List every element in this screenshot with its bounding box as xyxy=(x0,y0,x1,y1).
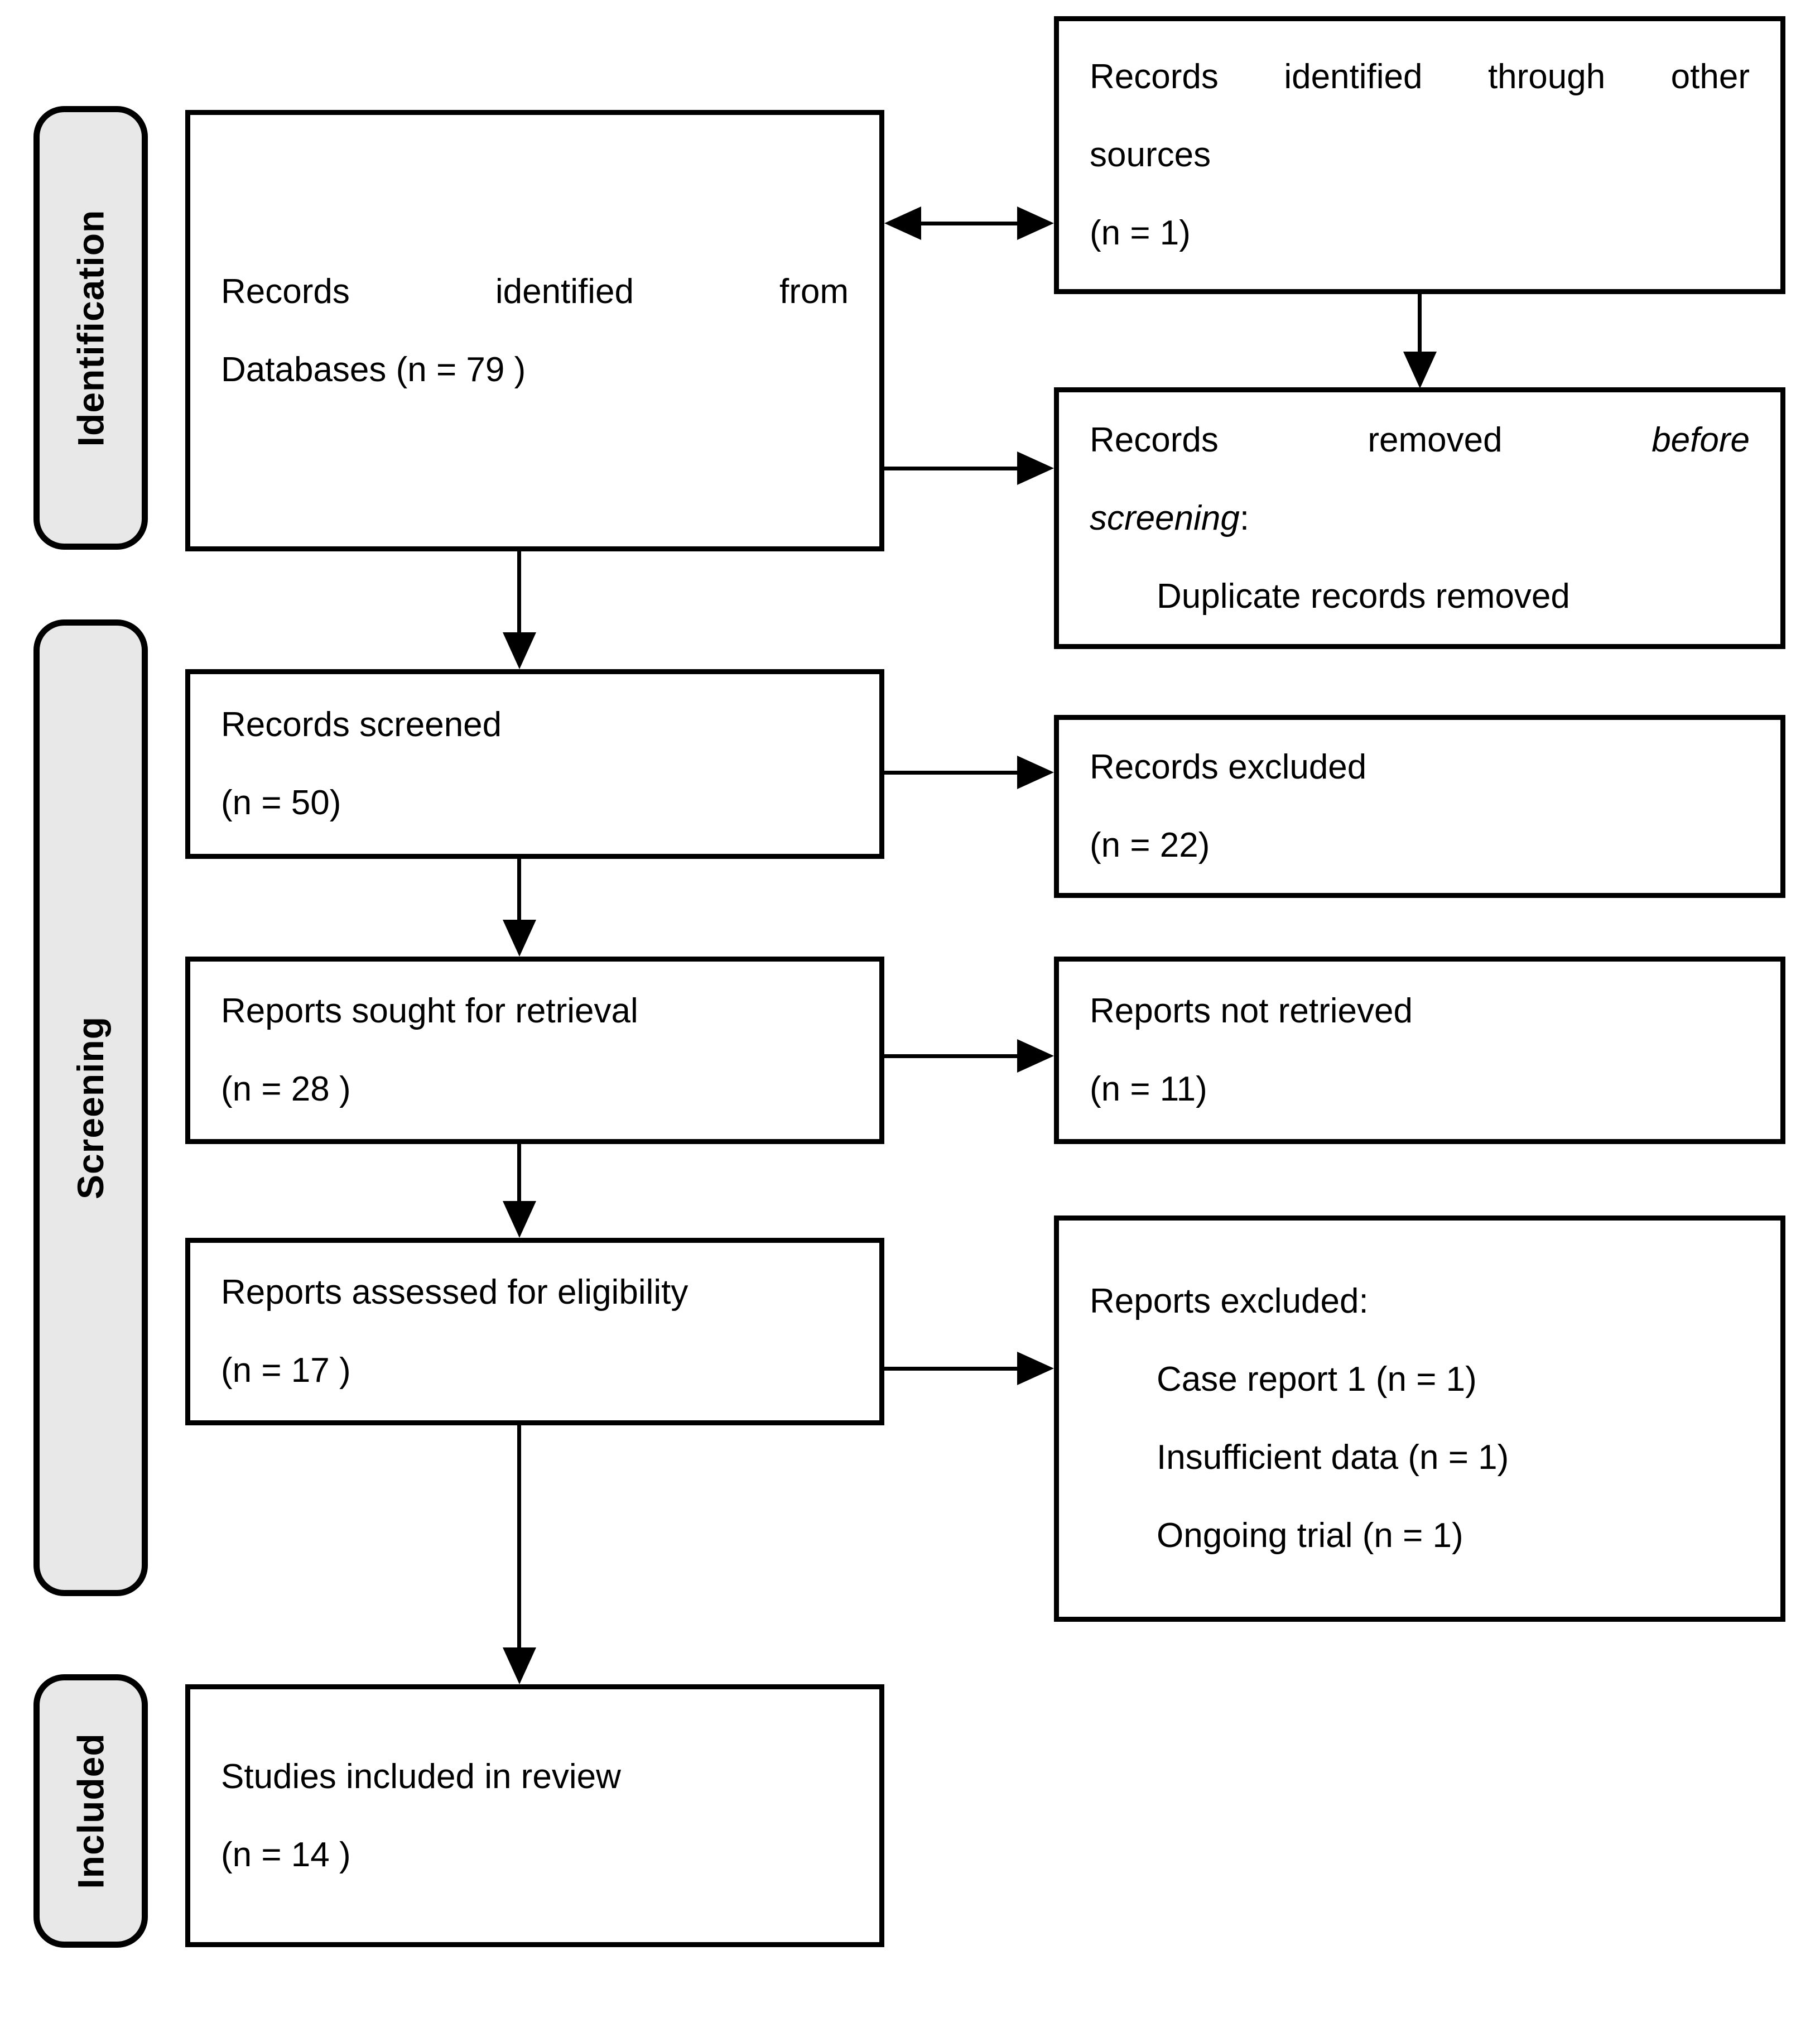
box-records-screened: Records screened (n = 50) xyxy=(185,669,884,859)
arrow-shaft xyxy=(917,222,1022,225)
studies-included-line1: Studies included in review xyxy=(221,1757,621,1796)
stage-identification-label: Identification xyxy=(70,209,112,446)
arrow-head-down xyxy=(503,1201,536,1238)
reports-sought-line2: (n = 28 ) xyxy=(221,1070,351,1108)
stage-included: Included xyxy=(33,1674,148,1948)
arrow-head-right xyxy=(1017,451,1054,485)
arrow-shaft xyxy=(884,771,1022,775)
arrow-head-down xyxy=(503,1647,536,1684)
box-studies-included: Studies included in review (n = 14 ) xyxy=(185,1684,884,1947)
arrow-shaft xyxy=(884,467,1022,470)
box-reports-not-retrieved: Reports not retrieved (n = 11) xyxy=(1054,957,1785,1144)
box-other-sources: Records identified through other sources… xyxy=(1054,16,1785,294)
arrow-shaft xyxy=(517,1144,521,1203)
arrow-head-right xyxy=(1017,756,1054,789)
records-screened-line1: Records screened xyxy=(221,705,502,744)
box-reports-sought: Reports sought for retrieval (n = 28 ) xyxy=(185,957,884,1144)
arrow-head-right xyxy=(1017,206,1054,240)
reports-excluded-item: Ongoing trial (n = 1) xyxy=(1157,1516,1463,1555)
box-reports-excluded: Reports excluded: Case report 1 (n = 1) … xyxy=(1054,1216,1785,1622)
arrow-head-right xyxy=(1017,1352,1054,1385)
arrow-shaft xyxy=(517,1425,521,1649)
box-records-removed: Records removed before screening: Duplic… xyxy=(1054,387,1785,649)
records-removed-line1-italic: before xyxy=(1652,420,1750,459)
arrow-head-down xyxy=(1403,352,1437,388)
arrow-head-right xyxy=(1017,1039,1054,1073)
records-removed-line1-text: Records removed xyxy=(1090,420,1503,459)
arrow-shaft xyxy=(884,1367,1022,1371)
records-excluded-line2: (n = 22) xyxy=(1090,826,1210,864)
arrow-head-left xyxy=(884,206,921,240)
records-removed-line2: screening: xyxy=(1090,479,1750,558)
arrow-shaft xyxy=(1418,294,1422,355)
stage-screening: Screening xyxy=(33,619,148,1596)
other-sources-line1: Records identified through other xyxy=(1090,57,1750,96)
reports-not-retrieved-line1: Reports not retrieved xyxy=(1090,992,1413,1030)
reports-excluded-item: Insufficient data (n = 1) xyxy=(1157,1438,1509,1477)
reports-not-retrieved-line2: (n = 11) xyxy=(1090,1070,1207,1108)
box-reports-assessed: Reports assessed for eligibility (n = 17… xyxy=(185,1238,884,1425)
reports-assessed-line2: (n = 17 ) xyxy=(221,1351,351,1390)
reports-assessed-line1: Reports assessed for eligibility xyxy=(221,1273,688,1311)
arrow-shaft xyxy=(517,859,521,921)
arrow-head-down xyxy=(503,920,536,957)
arrow-shaft xyxy=(884,1054,1022,1058)
records-removed-line1: Records removed before xyxy=(1090,401,1750,479)
other-sources-line3: (n = 1) xyxy=(1090,214,1191,252)
other-sources-line2: sources xyxy=(1090,136,1211,174)
stage-identification: Identification xyxy=(33,106,148,550)
box-records-identified: Records identified from Databases (n = 7… xyxy=(185,110,884,551)
records-identified-line1: Records identified from xyxy=(221,272,849,311)
stage-included-label: Included xyxy=(70,1733,112,1889)
records-screened-line2: (n = 50) xyxy=(221,784,341,822)
stage-screening-label: Screening xyxy=(70,1016,112,1200)
studies-included-line2: (n = 14 ) xyxy=(221,1835,351,1874)
arrow-shaft xyxy=(517,551,521,634)
records-excluded-line1: Records excluded xyxy=(1090,748,1367,786)
records-removed-line2-suffix: : xyxy=(1239,498,1250,537)
records-removed-line2-italic: screening xyxy=(1090,498,1240,537)
arrow-head-down xyxy=(503,632,536,669)
records-identified-line2: Databases (n = 79 ) xyxy=(221,350,526,389)
reports-excluded-item: Case report 1 (n = 1) xyxy=(1157,1360,1477,1399)
reports-excluded-title: Reports excluded: xyxy=(1090,1282,1369,1320)
box-records-excluded: Records excluded (n = 22) xyxy=(1054,715,1785,898)
reports-sought-line1: Reports sought for retrieval xyxy=(221,992,638,1030)
records-removed-line3: Duplicate records removed xyxy=(1157,576,1570,616)
